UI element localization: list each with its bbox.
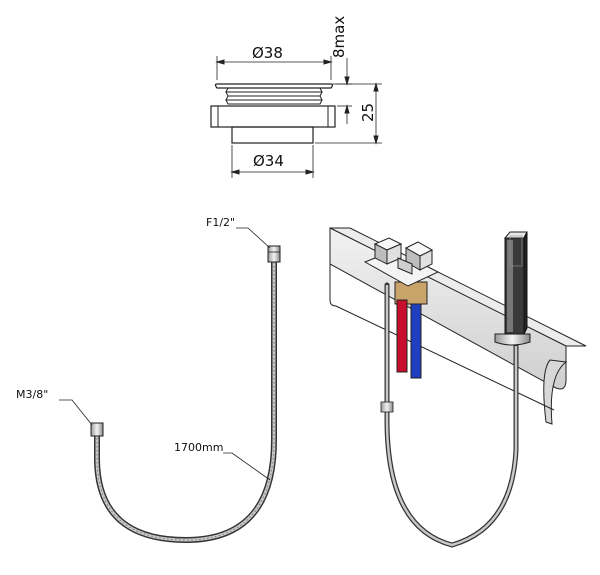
dim-top-diameter: Ø38 <box>252 44 283 62</box>
mixer-handle-right <box>397 241 434 275</box>
cold-pipe <box>410 303 422 379</box>
dim-height: 25 <box>359 103 377 122</box>
flexible-hose <box>59 227 281 544</box>
label-female-thread: F1/2" <box>206 216 235 229</box>
deck-front <box>329 227 567 390</box>
waste-fitting-drawing <box>210 56 382 178</box>
hand-shower <box>494 231 531 346</box>
hose-female-fitting <box>267 245 281 263</box>
deck-mixer-assembly <box>329 227 587 548</box>
hose-male-fitting <box>90 422 104 437</box>
fitting-top-flange <box>214 83 334 89</box>
dim-max-height: 8max <box>330 16 348 58</box>
hot-pipe <box>396 299 408 373</box>
fitting-thread <box>225 87 323 105</box>
label-male-thread: M3/8" <box>16 388 48 401</box>
dim-bottom-diameter: Ø34 <box>253 152 284 170</box>
label-hose-length: 1700mm <box>174 441 223 454</box>
mixer-handle-left <box>373 237 403 265</box>
fitting-sleeve <box>231 126 314 144</box>
fitting-nut <box>210 105 336 128</box>
